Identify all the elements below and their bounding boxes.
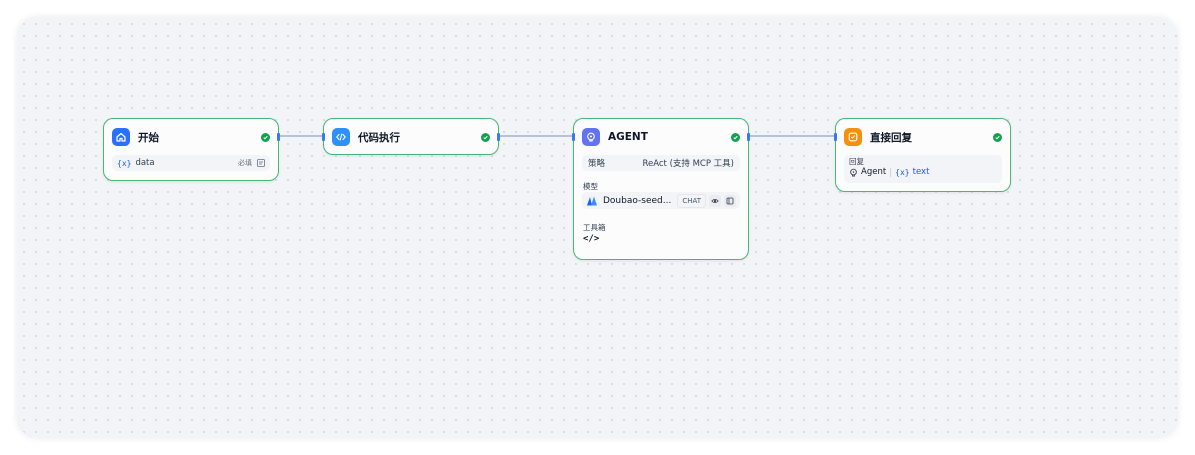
reply-node-header: 直接回复 (844, 127, 1002, 147)
code-input-handle[interactable] (322, 133, 325, 141)
reply-node-title: 直接回复 (870, 131, 912, 144)
success-check-icon (993, 132, 1002, 142)
start-variable-row[interactable]: {x} data 必填 (112, 155, 270, 171)
variable-icon: {x} (895, 167, 910, 177)
code-node-title: 代码执行 (358, 131, 400, 144)
toolbox-code-tool-icon[interactable]: </> (583, 234, 600, 244)
agent-strategy-row[interactable]: 策略 ReAct (支持 MCP 工具) (582, 155, 740, 171)
home-icon (112, 128, 130, 146)
reply-variable-name: text (912, 167, 930, 177)
code-output-handle[interactable] (497, 133, 500, 141)
agent-node-header: AGENT (582, 127, 740, 147)
variable-icon: {x} (117, 158, 132, 168)
start-node-header: 开始 (112, 127, 270, 147)
start-output-handle[interactable] (277, 133, 280, 141)
agent-node-mini-icon (849, 168, 858, 177)
start-node[interactable]: 开始 {x} data 必填 (103, 118, 280, 181)
edges-layer (280, 135, 835, 137)
agent-output-handle[interactable] (747, 133, 750, 141)
strategy-value: ReAct (支持 MCP 工具) (642, 159, 734, 169)
reply-node[interactable]: 直接回复 回复 Agent {x} text (834, 118, 1011, 192)
agent-node-title: AGENT (608, 131, 648, 143)
agent-input-handle[interactable] (572, 133, 575, 141)
strategy-label: 策略 (588, 159, 606, 169)
code-node-header: 代码执行 (332, 127, 490, 147)
agent-brain-icon (582, 128, 600, 146)
model-settings-icon[interactable] (724, 194, 736, 207)
text-type-icon (257, 159, 265, 167)
start-node-title: 开始 (138, 131, 159, 144)
model-type-tag: CHAT (677, 193, 706, 208)
required-label: 必填 (238, 159, 252, 167)
workflow-canvas[interactable]: 开始 {x} data 必填 代码执行 (18, 18, 1177, 437)
reply-variable-chip: Agent {x} text (849, 167, 929, 177)
vision-eye-icon (709, 194, 721, 207)
chip-divider (890, 167, 892, 177)
success-check-icon (481, 132, 490, 142)
toolbox-label: 工具箱 (583, 223, 606, 232)
variable-name: data (135, 158, 155, 168)
reply-input-handle[interactable] (834, 133, 837, 141)
success-check-icon (261, 132, 270, 142)
model-name: Doubao-seed... (603, 195, 672, 206)
agent-node[interactable]: AGENT 策略 ReAct (支持 MCP 工具) 模型 Doubao-see… (572, 118, 750, 260)
doubao-logo-icon (586, 195, 598, 207)
reply-content-box[interactable]: 回复 Agent {x} text (844, 155, 1002, 183)
success-check-icon (731, 132, 740, 142)
agent-model-row[interactable]: Doubao-seed... CHAT (582, 192, 740, 209)
code-node[interactable]: 代码执行 (322, 118, 500, 155)
code-icon (332, 128, 350, 146)
model-label: 模型 (583, 182, 598, 191)
reply-label: 回复 (849, 157, 864, 166)
reply-icon (844, 128, 862, 146)
source-node-name: Agent (861, 167, 887, 177)
